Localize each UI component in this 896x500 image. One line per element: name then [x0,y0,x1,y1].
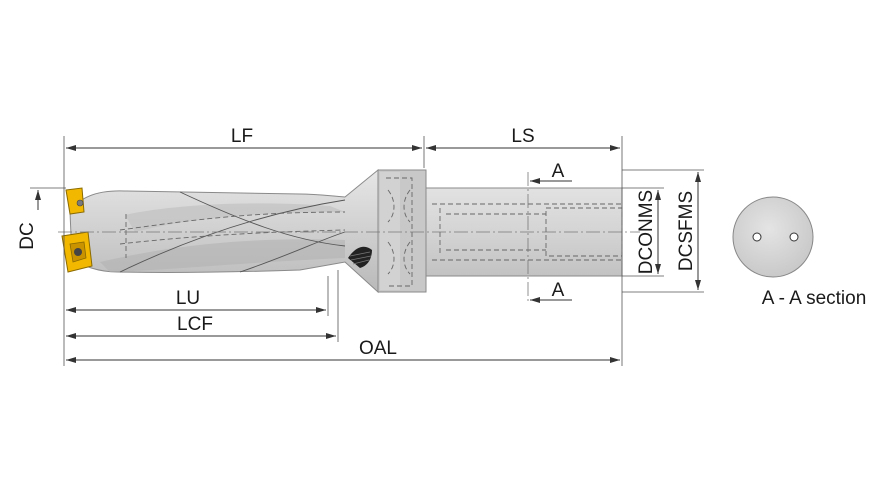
label-ls: LS [511,126,534,147]
dimension-dconms: DCONMS [636,190,661,274]
tool-body [58,168,640,294]
label-lcf: LCF [177,314,213,335]
label-oal: OAL [359,338,397,359]
dimension-oal: OAL [66,338,620,363]
section-marker-top: A [530,161,572,184]
flute-shadow-lower [100,239,345,272]
coolant-hole-left-icon [752,232,762,242]
insert-bottom [61,231,93,273]
dimension-dc: DC [17,190,41,250]
label-dcsfms: DCSFMS [676,191,697,271]
section-view: A - A section [732,196,867,309]
dimension-lf: LF [66,126,422,151]
spiral-edge-1 [179,191,346,247]
extension-lines [30,136,704,366]
dimension-ls: LS [426,126,620,151]
section-marker-bottom: A [530,280,572,303]
spiral-edge-3 [239,231,346,273]
label-lu: LU [176,288,200,309]
coolant-hole-right-icon [789,232,799,242]
flute-section [69,168,379,294]
section-caption: A - A section [762,288,867,309]
section-circle [732,196,814,278]
dimension-dcsfms: DCSFMS [676,172,701,290]
coolant-groove [348,246,372,268]
insert-top [65,187,85,215]
dimension-lu: LU [66,288,326,313]
label-dconms: DCONMS [636,190,657,274]
label-dc: DC [17,222,38,249]
dimension-lcf: LCF [66,314,336,339]
spiral-edge-2 [119,199,346,273]
label-section-bottom: A [552,280,565,301]
label-lf: LF [231,126,253,147]
label-section-top: A [552,161,565,182]
